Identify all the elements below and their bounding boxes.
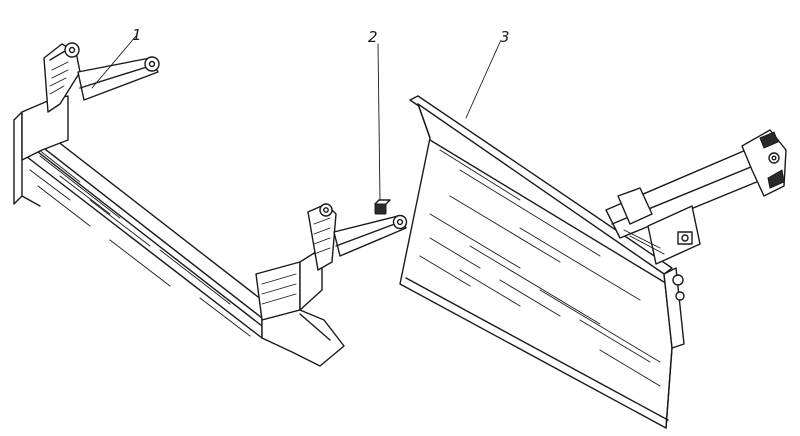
part-3-blade	[399, 95, 787, 429]
leader-line-1	[91, 35, 137, 89]
callout-label-1: 1	[132, 26, 142, 44]
part-1-frame	[13, 42, 408, 367]
callout-leaders	[91, 35, 501, 201]
callout-label-3: 3	[500, 28, 510, 46]
part-2-pin	[374, 199, 391, 215]
callout-label-2: 2	[368, 28, 378, 46]
leader-line-3	[465, 41, 501, 119]
leader-line-2	[377, 43, 381, 201]
